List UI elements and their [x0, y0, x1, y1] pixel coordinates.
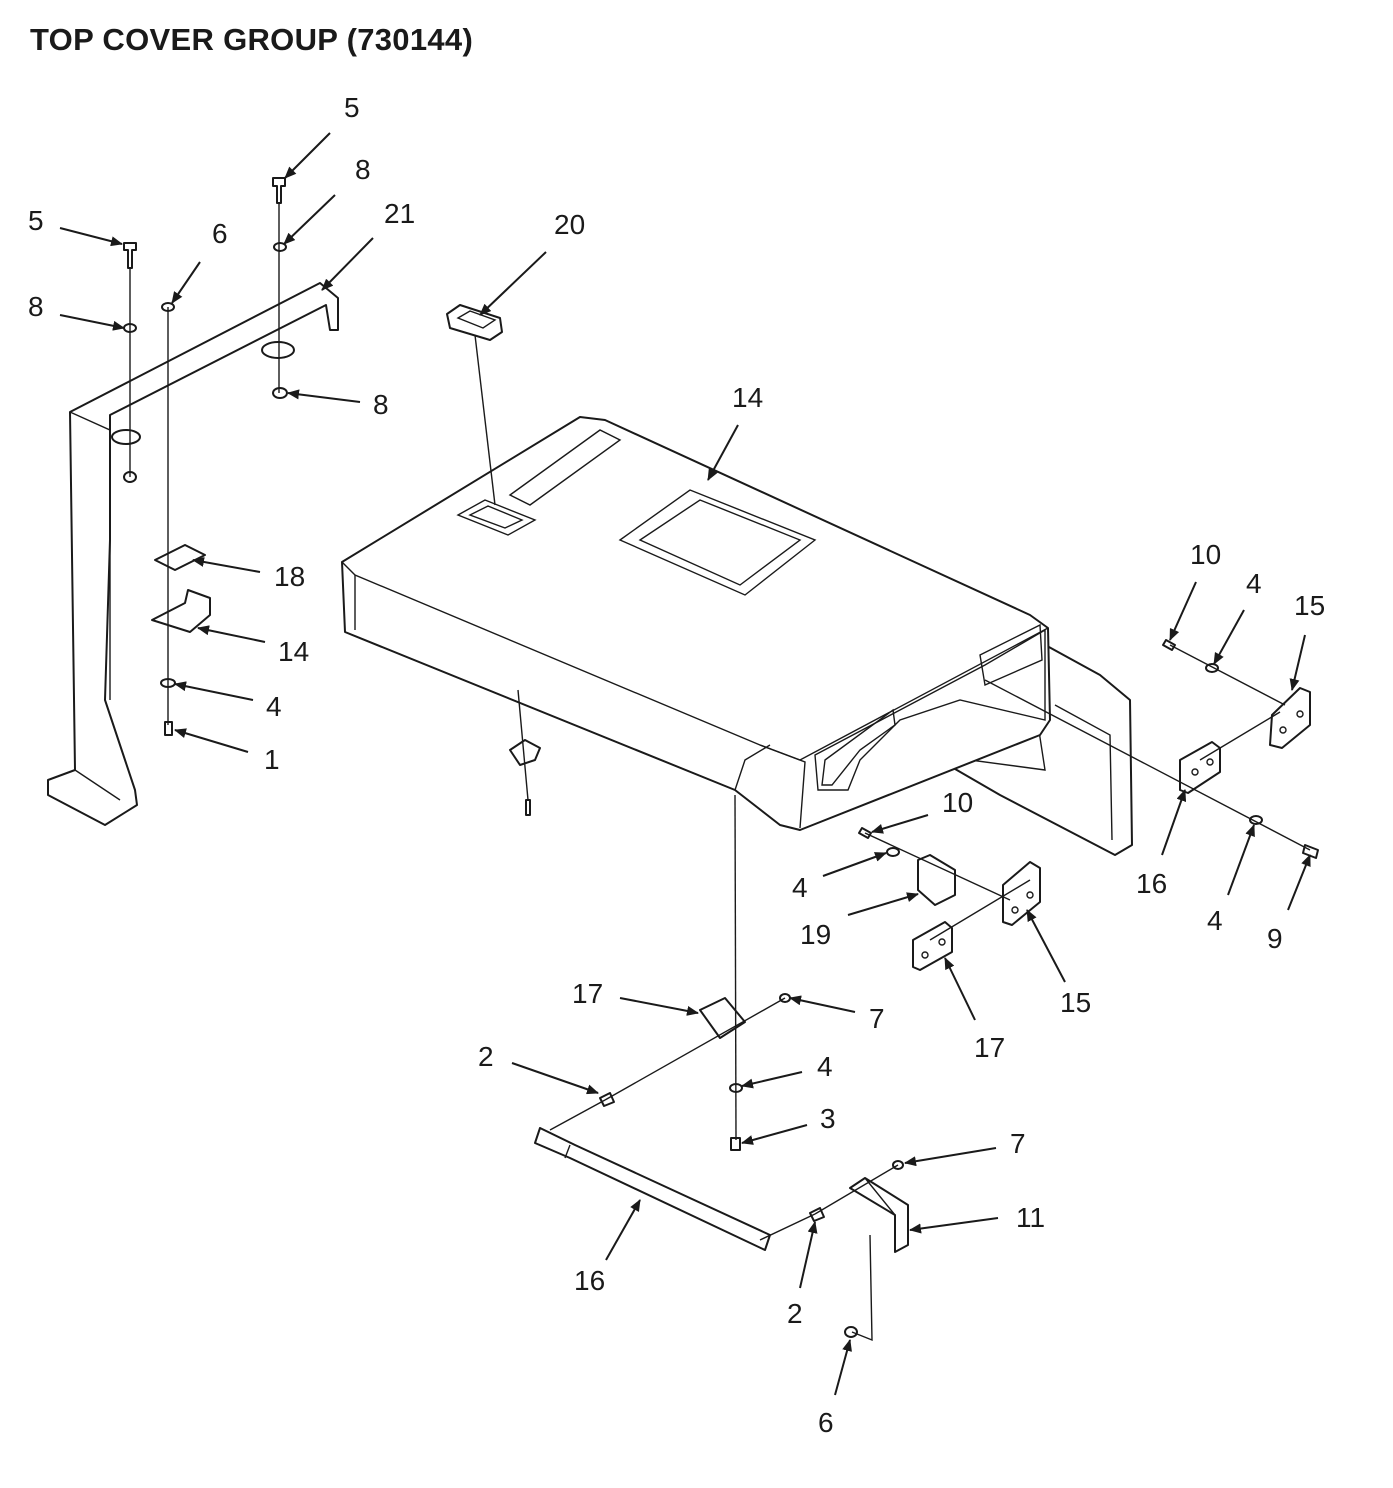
- callout-4: 4: [1246, 568, 1262, 599]
- callout-8: 8: [355, 154, 371, 185]
- strut-bracket-17: [699, 997, 746, 1039]
- hinge-plate-19: [917, 854, 956, 906]
- latch: [446, 304, 503, 341]
- callout-2: 2: [787, 1298, 803, 1329]
- callout-3: 3: [820, 1103, 836, 1134]
- callout-1: 1: [264, 744, 280, 775]
- callout-18: 18: [274, 561, 305, 592]
- callout-4: 4: [792, 872, 808, 903]
- page-title: TOP COVER GROUP (730144): [30, 22, 474, 57]
- top-cover: [341, 416, 1051, 831]
- callout-4: 4: [266, 691, 282, 722]
- callout-8: 8: [28, 291, 44, 322]
- leader-lines: [59, 132, 1311, 1396]
- gas-spring: [534, 1127, 771, 1251]
- callout-7: 7: [869, 1003, 885, 1034]
- left-support-bracket: [47, 282, 339, 826]
- callout-6: 6: [212, 218, 228, 249]
- callout-7: 7: [1010, 1128, 1026, 1159]
- callout-10: 10: [942, 787, 973, 818]
- callout-4: 4: [1207, 905, 1223, 936]
- callout-15: 17: [974, 1032, 1005, 1063]
- hinge-plate-14-right: [1269, 687, 1311, 749]
- callout-14: 15: [1060, 987, 1091, 1018]
- callout-5: 5: [28, 205, 44, 236]
- callouts: 5 5 8 8 8 6 21 20 14 18 14 4 1 10 4 15 1…: [28, 92, 1325, 1438]
- callout-19: 19: [800, 919, 831, 950]
- callout-21: 21: [384, 198, 415, 229]
- callout-20: 20: [554, 209, 585, 240]
- callout-12: 14: [732, 382, 763, 413]
- bracket-18: [154, 544, 206, 571]
- callout-15: 16: [1136, 868, 1167, 899]
- callout-9: 9: [1267, 923, 1283, 954]
- callout-4: 4: [817, 1051, 833, 1082]
- callout-11: 11: [1016, 1202, 1045, 1233]
- bracket-13: [151, 589, 211, 633]
- callout-8: 8: [373, 389, 389, 420]
- callout-14: 15: [1294, 590, 1325, 621]
- callout-2: 2: [478, 1041, 494, 1072]
- callout-10: 10: [1190, 539, 1221, 570]
- callout-16: 16: [574, 1265, 605, 1296]
- callout-5: 5: [344, 92, 360, 123]
- callout-6: 6: [818, 1407, 834, 1438]
- callout-13: 14: [278, 636, 309, 667]
- assembly-lines: [129, 203, 1311, 1342]
- lower-bracket-11: [849, 1177, 909, 1253]
- callout-17: 17: [572, 978, 603, 1009]
- hinge-plate-15-front: [912, 921, 953, 971]
